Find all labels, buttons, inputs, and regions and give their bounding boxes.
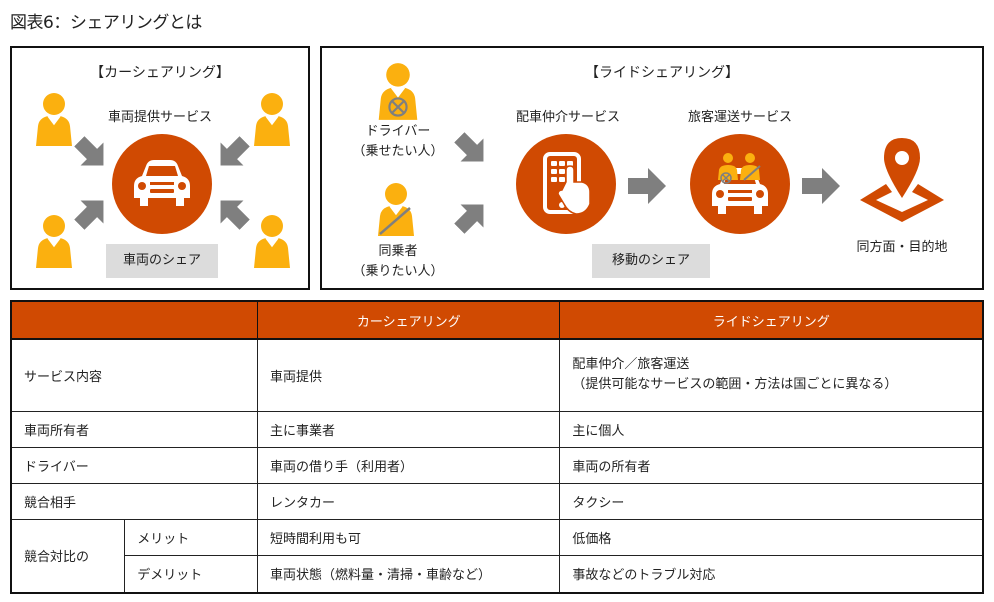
smartphone-tap-icon	[543, 152, 591, 215]
car-icon	[132, 158, 192, 208]
arrow-icon	[628, 166, 668, 206]
table-row: サービス内容 車両提供 配車仲介／旅客運送 （提供可能なサービスの範囲・方法は国…	[10, 338, 984, 412]
map-pin-icon	[860, 138, 944, 222]
driver-person-icon	[376, 62, 420, 122]
vehicle-share-label: 車両のシェア	[106, 244, 218, 278]
person-icon	[252, 214, 292, 270]
transport-circle	[690, 134, 790, 234]
row-sublabel: メリット	[124, 518, 259, 556]
table-row: 競合対比の メリット 短時間利用も可 低価格	[10, 518, 984, 594]
person-icon	[34, 214, 74, 270]
row-label: ドライバー	[10, 446, 259, 484]
ride-cell: タクシー	[559, 482, 984, 520]
arrow-icon	[67, 129, 118, 180]
car-sharing-heading: 【カーシェアリング】	[90, 65, 230, 81]
destination-label: 同方面・目的地	[856, 240, 948, 255]
ride-cell-line: （提供可能なサービスの範囲・方法は国ごとに異なる）	[572, 377, 898, 393]
arrow-icon	[802, 166, 842, 206]
car-sharing-panel: 【カーシェアリング】 車両提供サービス 車両のシェア	[10, 46, 310, 290]
mobility-share-label: 移動のシェア	[592, 244, 710, 278]
ride-cell: 配車仲介／旅客運送 （提供可能なサービスの範囲・方法は国ごとに異なる）	[559, 338, 984, 412]
table-row: デメリット 車両状態（燃料量・清掃・車齢など） 事故などのトラブル対応	[11, 554, 984, 594]
table-row: 競合相手 レンタカー タクシー	[10, 482, 984, 520]
comparison-group-label: 競合対比の	[10, 518, 126, 594]
row-label: サービス内容	[10, 338, 259, 412]
ride-cell: 低価格	[559, 518, 984, 556]
arrow-icon	[67, 187, 118, 238]
header-car-sharing: カーシェアリング	[257, 300, 561, 340]
dispatch-service-label: 配車仲介サービス	[515, 110, 620, 125]
ride-cell-line: 配車仲介／旅客運送	[572, 357, 690, 373]
car-with-passengers-icon	[712, 153, 768, 214]
row-sublabel: デメリット	[124, 554, 259, 594]
ride-sharing-heading: 【ライドシェアリング】	[585, 65, 739, 81]
car-cell: 短時間利用も可	[257, 518, 561, 556]
vehicle-service-label: 車両提供サービス	[107, 110, 212, 125]
ride-cell: 主に個人	[559, 410, 984, 448]
driver-label: ドライバー	[365, 124, 431, 139]
arrow-icon	[207, 187, 258, 238]
table-row: 車両所有者 主に事業者 主に個人	[10, 410, 984, 448]
dispatch-circle	[516, 134, 616, 234]
ride-cell: 車両の所有者	[559, 446, 984, 484]
car-cell: 車両提供	[257, 338, 561, 412]
table-header-row: カーシェアリング ライドシェアリング	[10, 300, 984, 340]
header-empty	[10, 300, 259, 340]
table-row: ドライバー 車両の借り手（利用者） 車両の所有者	[10, 446, 984, 484]
driver-sublabel: （乗せたい人）	[352, 144, 444, 159]
passenger-sublabel: （乗りたい人）	[352, 264, 444, 279]
figure-title: 図表6：シェアリングとは	[10, 13, 202, 33]
arrow-icon	[447, 191, 498, 242]
car-cell: レンタカー	[257, 482, 561, 520]
row-label: 競合相手	[10, 482, 259, 520]
header-ride-sharing: ライドシェアリング	[559, 300, 984, 340]
car-cell: 主に事業者	[257, 410, 561, 448]
ride-cell: 事故などのトラブル対応	[559, 554, 984, 594]
person-icon	[252, 92, 292, 148]
car-cell: 車両の借り手（利用者）	[257, 446, 561, 484]
passenger-label: 同乗者	[378, 244, 418, 259]
car-cell: 車両状態（燃料量・清掃・車齢など）	[257, 554, 561, 594]
passenger-person-icon	[376, 182, 416, 238]
car-circle	[112, 134, 212, 234]
comparison-table: カーシェアリング ライドシェアリング サービス内容 車両提供 配車仲介／旅客運送…	[10, 300, 984, 594]
person-icon	[34, 92, 74, 148]
arrow-icon	[207, 129, 258, 180]
transport-service-label: 旅客運送サービス	[687, 110, 792, 125]
ride-sharing-panel: 【ライドシェアリング】 ドライバー （乗せたい人） 同乗者 （乗りたい人） 配車…	[320, 46, 984, 290]
row-label: 車両所有者	[10, 410, 259, 448]
